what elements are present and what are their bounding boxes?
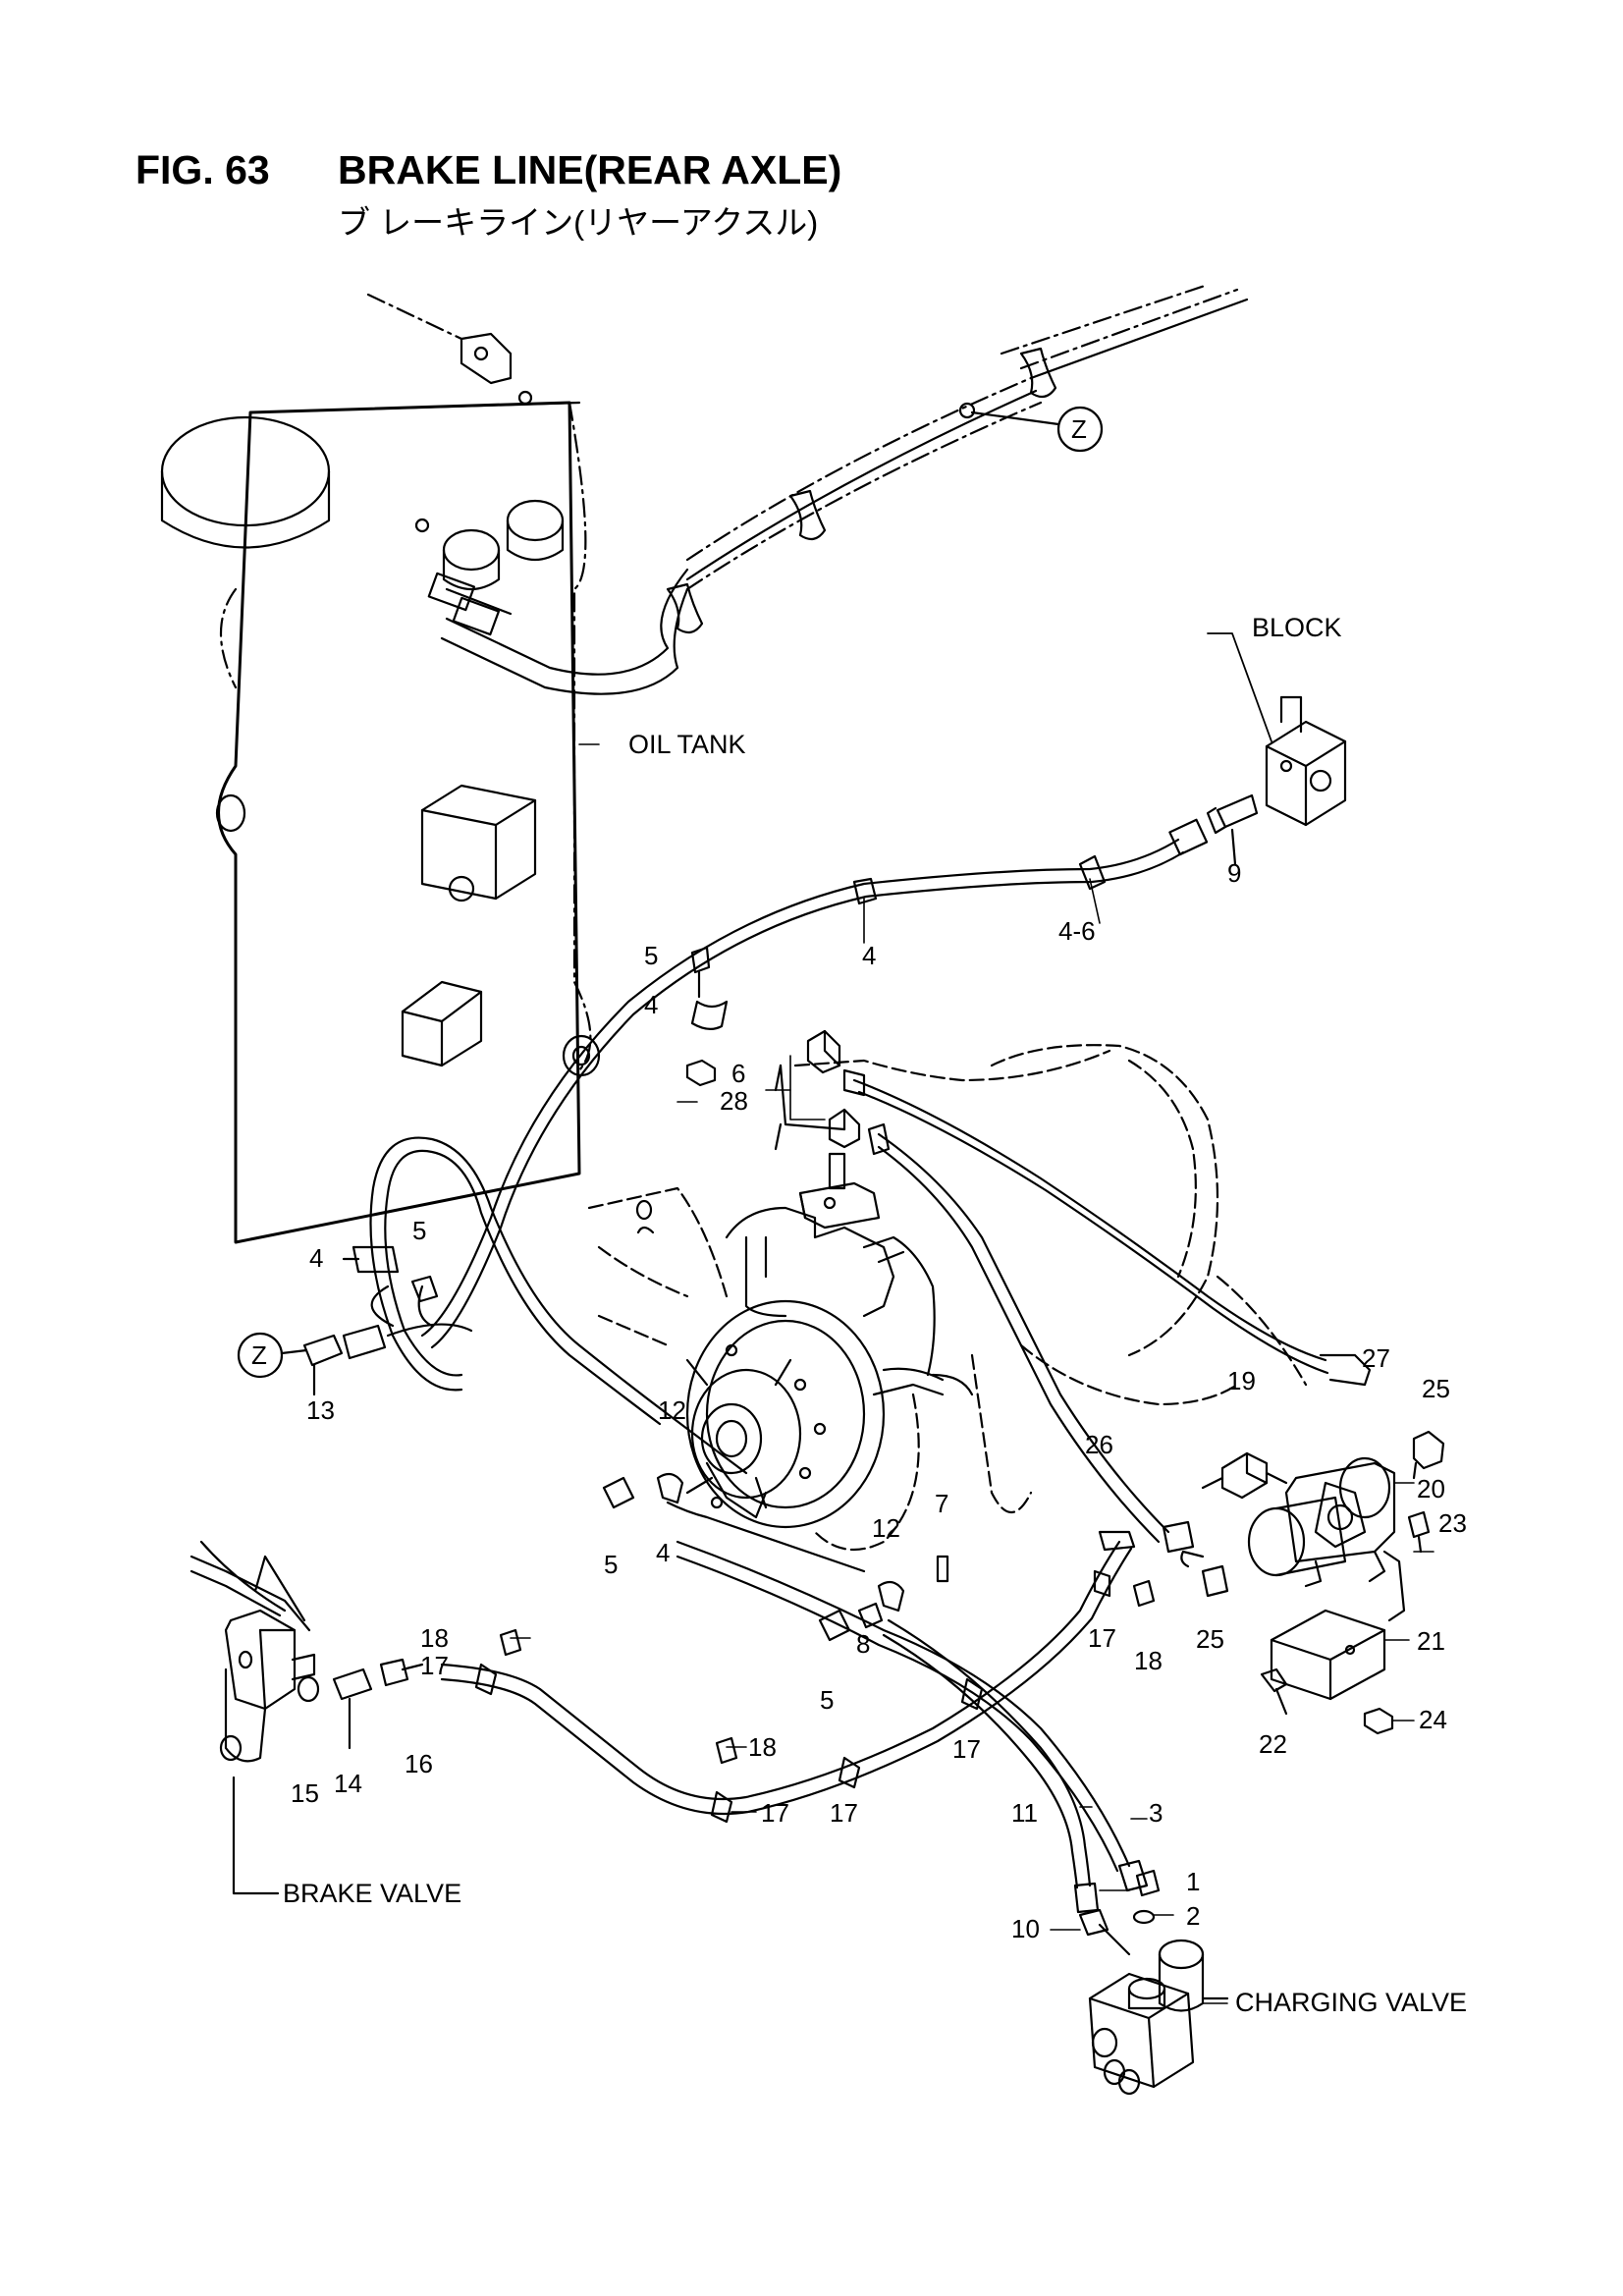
leader-lines: [510, 743, 1434, 2004]
part-number: 16: [405, 1749, 433, 1778]
label-ref-z-top: Z: [1071, 414, 1087, 444]
part-number: 4: [656, 1538, 670, 1567]
part-number: 4: [309, 1243, 323, 1273]
part-number: 1: [1186, 1867, 1200, 1896]
top-pipe-bundle: [427, 283, 1249, 695]
figure-title: BRAKE LINE(REAR AXLE): [338, 147, 842, 192]
part-number: 6: [731, 1059, 745, 1088]
part-number: 14: [334, 1769, 362, 1798]
part-number: 12: [658, 1395, 686, 1425]
fittings-28: [774, 1029, 881, 1230]
part-number: 20: [1417, 1474, 1445, 1503]
part-number: 21: [1417, 1626, 1445, 1656]
part-number: 17: [830, 1798, 858, 1828]
label-block: BLOCK: [1252, 613, 1342, 642]
part-number: 23: [1438, 1508, 1467, 1538]
label-brake-valve: BRAKE VALVE: [283, 1879, 461, 1908]
part-number: 24: [1419, 1705, 1447, 1734]
block-assembly: [1207, 632, 1347, 827]
label-ref-z-left: Z: [251, 1340, 267, 1370]
part-number: 9: [1227, 858, 1241, 888]
part-number: 4: [862, 941, 876, 970]
part-number: 17: [1088, 1623, 1116, 1653]
part-number: 18: [420, 1623, 449, 1653]
reference-z-top: [1056, 406, 1104, 453]
part-number: 10: [1011, 1914, 1040, 1943]
figure-subtitle: ブ レーキライン(リヤーアクスル): [338, 204, 819, 241]
part-number: 17: [761, 1798, 789, 1828]
part-number: 27: [1362, 1343, 1390, 1373]
rear-axle: [587, 1044, 1308, 1552]
part-number: 18: [1134, 1646, 1163, 1675]
part-number: 15: [291, 1778, 319, 1808]
part-number: 5: [412, 1216, 426, 1245]
part-number: 19: [1227, 1366, 1256, 1395]
part-number: 11: [1011, 1798, 1038, 1828]
part-number: 4-6: [1058, 916, 1096, 946]
part-number: 7: [935, 1489, 948, 1518]
brake-valve: [189, 1540, 316, 1895]
part-number: 3: [1149, 1798, 1163, 1828]
valve-assembly-20: [1180, 1430, 1445, 1735]
part-number: 26: [1085, 1430, 1113, 1459]
part-number: 18: [748, 1732, 777, 1762]
part-number: 5: [644, 941, 658, 970]
part-number: 5: [604, 1550, 618, 1579]
left-hose-loop: [302, 1136, 748, 1475]
label-oil-tank: OIL TANK: [628, 730, 746, 759]
part-number: 5: [820, 1685, 834, 1715]
part-number: 17: [420, 1651, 449, 1680]
figure-number: FIG. 63: [135, 147, 270, 192]
part-number: 13: [306, 1395, 335, 1425]
part-number: 4: [644, 990, 658, 1019]
lower-hoses: [297, 1472, 1156, 1914]
part-number: 22: [1259, 1729, 1287, 1759]
axle-hoses: [842, 1068, 1372, 1554]
reference-z-left: [237, 1332, 284, 1379]
part-number: 17: [952, 1734, 981, 1764]
oil-tank: [160, 293, 601, 1244]
part-number: 12: [872, 1513, 900, 1543]
label-charging-valve: CHARGING VALVE: [1235, 1988, 1467, 2017]
part-number: 25: [1196, 1624, 1224, 1654]
part-number: 28: [720, 1086, 748, 1116]
charging-valve: [1078, 1869, 1229, 2096]
part-number: 8: [856, 1629, 870, 1659]
part-number: 25: [1422, 1374, 1450, 1403]
hose-4: [420, 818, 1209, 1349]
part-number: 2: [1186, 1901, 1200, 1931]
fitting-9: [1206, 793, 1259, 866]
